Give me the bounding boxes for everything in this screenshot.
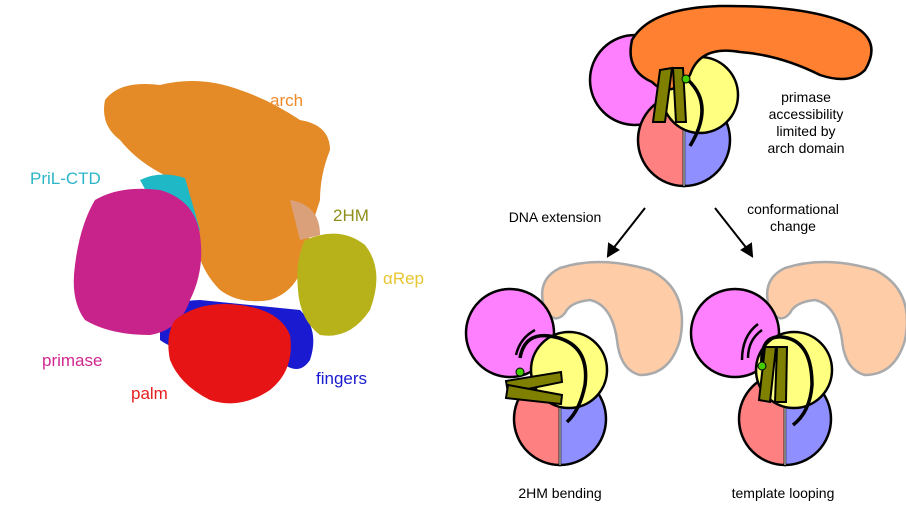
label-fingers: fingers	[316, 369, 367, 388]
arrow-right	[714, 207, 749, 251]
label-palm: palm	[131, 384, 168, 403]
label-arep: αRep	[383, 269, 424, 288]
arch-shape-faded	[765, 260, 906, 377]
caption-2hm-bending: 2HM bending	[518, 485, 601, 501]
arch-density	[104, 81, 330, 302]
2hm-bar	[504, 383, 564, 406]
dna-template	[760, 335, 814, 427]
caption-template-looping: template looping	[732, 485, 835, 501]
arep-circle	[529, 330, 609, 410]
schematic-top	[588, 4, 873, 188]
schematic-template-looping	[689, 260, 906, 467]
conformational-change-label: change	[770, 218, 816, 234]
label-arch: arch	[270, 91, 303, 110]
label-pril-ctd: PriL-CTD	[30, 169, 101, 188]
structure-labels: arch PriL-CTD 2HM αRep primase palm fing…	[30, 91, 424, 403]
label-2hm: 2HM	[333, 206, 369, 225]
top-caption: primase accessibility limited by arch do…	[767, 89, 844, 156]
primase-circle	[689, 287, 781, 379]
primase-density	[73, 188, 202, 335]
primer-strand	[514, 328, 536, 356]
2hm-bar	[773, 346, 789, 403]
schematic-2hm-bending	[464, 260, 684, 467]
2hm-density	[290, 200, 320, 240]
arch-shape	[629, 4, 873, 91]
density-map	[73, 81, 377, 404]
primer-site	[757, 361, 767, 371]
primer-site	[681, 74, 691, 84]
dna-template	[686, 78, 704, 147]
palm-density	[168, 304, 291, 404]
2hm-bar	[651, 66, 674, 123]
caption-line: limited by	[776, 123, 835, 139]
arep-density	[297, 233, 377, 336]
arrows	[606, 207, 754, 258]
caption-line: arch domain	[767, 140, 844, 156]
2hm-bar	[757, 346, 778, 404]
caption-line: accessibility	[769, 106, 844, 122]
primer-site	[515, 367, 525, 377]
caption-line: primase	[781, 89, 831, 105]
dna-extension-label: DNA extension	[509, 209, 602, 225]
conformational-change-label: conformational	[747, 201, 839, 217]
label-primase: primase	[42, 351, 102, 370]
arrow-left	[611, 207, 646, 251]
primer-strand	[746, 328, 763, 359]
dna-template	[518, 333, 588, 424]
arch-shape-faded	[540, 260, 684, 377]
primase-circle	[464, 287, 556, 379]
